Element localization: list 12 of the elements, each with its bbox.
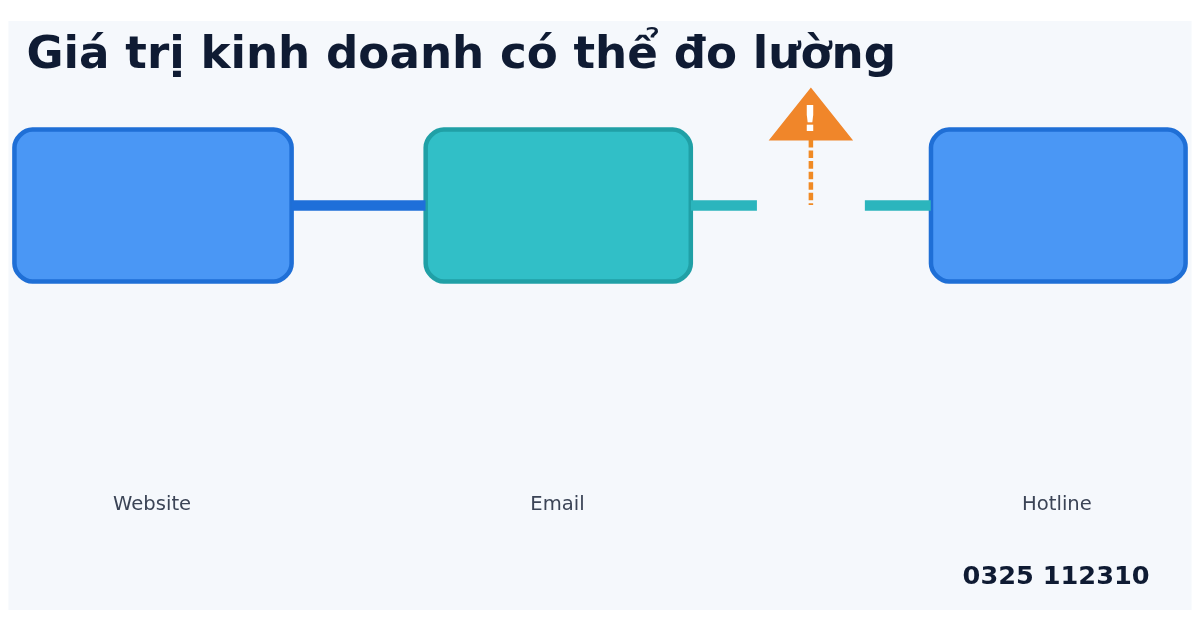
label: Hotline [1022,491,1092,515]
label: Email [530,491,585,515]
connector [291,199,426,211]
node-box [423,126,694,284]
connector [690,199,757,211]
node-box [12,126,294,284]
label: 0325 112310 [962,559,1150,590]
label: Website [113,491,192,515]
connector [864,199,931,211]
node-box [928,126,1188,284]
connector [808,139,814,205]
diagram-title: Giá trị kinh doanh có thể đo lường [26,25,897,79]
